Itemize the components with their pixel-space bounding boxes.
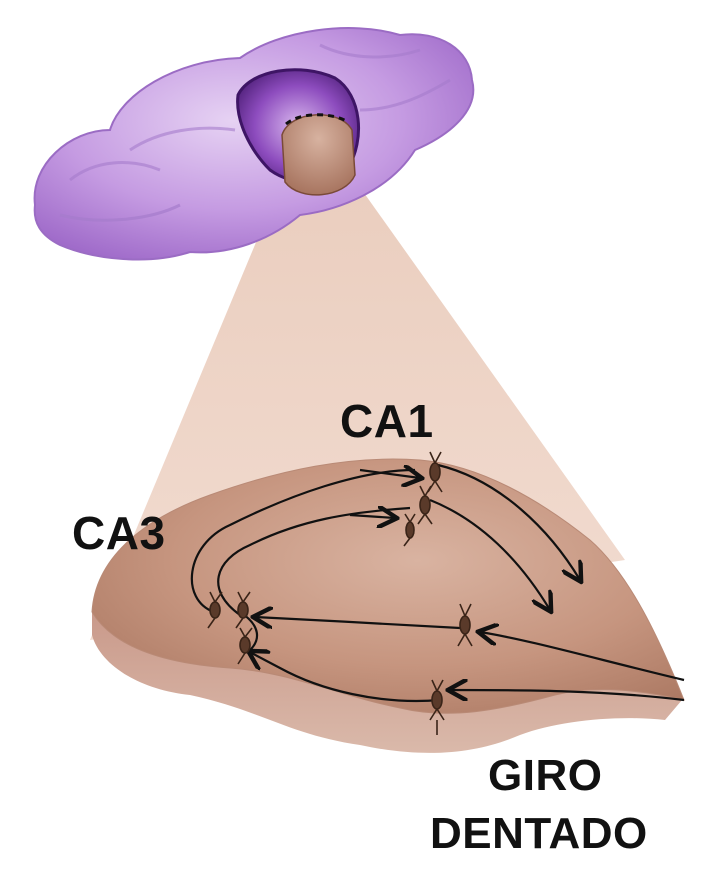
hippocampus-stub: [282, 115, 355, 195]
label-ca3: CA3: [72, 510, 166, 556]
label-ca1: CA1: [340, 398, 434, 444]
brain-illustration: [35, 28, 474, 259]
label-giro: GIRO: [488, 754, 602, 798]
label-dentado: DENTADO: [430, 812, 648, 856]
